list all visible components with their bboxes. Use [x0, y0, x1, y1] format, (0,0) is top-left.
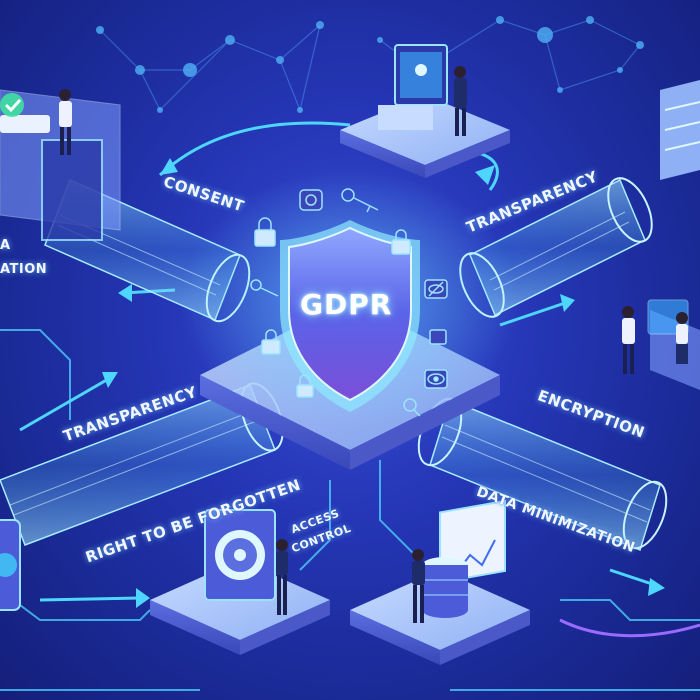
- device-left-edge: [0, 519, 21, 611]
- database-icon: [422, 557, 468, 618]
- network-nodes: [96, 16, 644, 113]
- floating-icons: [250, 188, 448, 417]
- key-icon: [341, 188, 379, 213]
- person-icon: [412, 549, 425, 623]
- platform-top-left: [0, 89, 121, 241]
- fingerprint-icon: [299, 189, 323, 211]
- platform-access-control: [150, 509, 330, 655]
- magnifier-icon: [403, 398, 421, 417]
- lock-icon: [391, 229, 411, 255]
- person-icon: [454, 66, 467, 136]
- circuit-lines: [0, 329, 700, 691]
- platform-top: [340, 44, 510, 178]
- person-icon: [276, 539, 288, 615]
- network-graph: [99, 19, 641, 112]
- person-icon: [622, 306, 635, 374]
- key-icon: [250, 279, 279, 297]
- gdpr-shield-graphic: [280, 220, 420, 412]
- eye-icon: [424, 369, 448, 389]
- lock-icon: [429, 329, 447, 345]
- lock-icon: [254, 217, 276, 247]
- platform-data-minimization: [350, 499, 530, 665]
- eye-off-icon: [424, 279, 448, 299]
- lock-icon: [296, 374, 314, 398]
- person-icon: [59, 89, 72, 155]
- glass-pipe-encryption: [417, 397, 668, 552]
- shield-label: GDPR: [300, 288, 393, 321]
- check-icon: [4, 98, 22, 113]
- platform-right: [622, 299, 700, 390]
- label-left-edge-line2: ATION: [0, 262, 48, 277]
- monitor-icon: [378, 44, 448, 130]
- dial-lock-icon: [204, 509, 276, 601]
- label-left-edge-line1: A: [0, 238, 11, 253]
- server-icon: [660, 80, 700, 180]
- lock-icon: [261, 329, 281, 355]
- person-icon: [676, 312, 688, 364]
